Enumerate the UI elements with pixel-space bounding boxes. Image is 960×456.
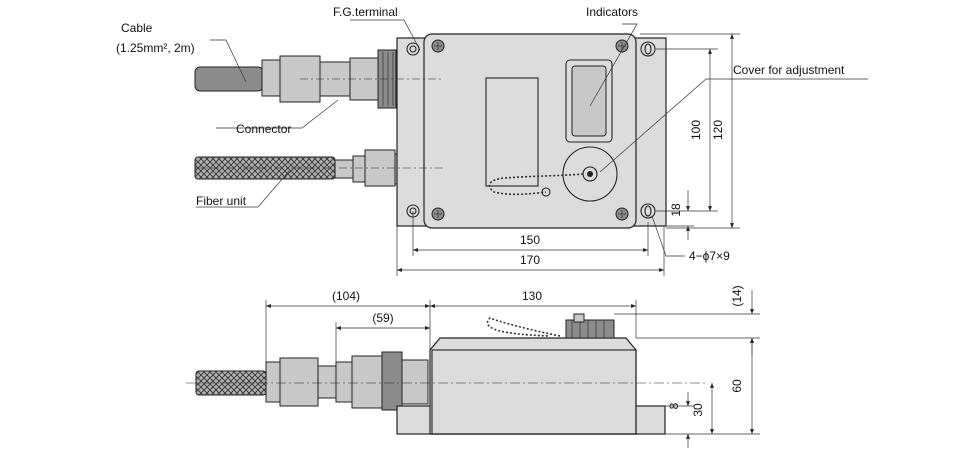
dim-30: 30: [691, 383, 714, 434]
dim-104: (104): [265, 289, 431, 362]
dim-height-outer: 120: [711, 120, 725, 140]
dim-100: 100: [656, 48, 718, 212]
dim-130: 130: [430, 289, 637, 338]
mounting-hole-bottom-right: [640, 203, 656, 219]
dim-width-inner: 150: [520, 233, 540, 247]
cover-chain: [488, 173, 584, 196]
dim-170: 170: [396, 226, 665, 276]
dim-cable-long: (104): [332, 289, 360, 303]
cable-label: Cable: [121, 21, 153, 35]
dim-flange: 8: [667, 402, 681, 409]
dim-120: 120: [640, 33, 740, 229]
side-cover: [565, 313, 615, 339]
side-view: (104) (59) 130 (14) 60 30: [186, 285, 760, 448]
label-area: [485, 77, 539, 187]
dim-body-length: 130: [522, 289, 542, 303]
dim-18: 18: [666, 190, 694, 240]
dim-59: (59): [335, 311, 430, 362]
dim-cable-short: (59): [372, 311, 393, 325]
dim-total-height: 60: [730, 379, 744, 393]
side-cable: [195, 351, 429, 411]
dim-8: 8: [665, 392, 694, 448]
dim-150: 150: [412, 211, 649, 256]
screw-icon: [431, 39, 629, 221]
cable-spec-label: (1.25mm², 2m): [116, 41, 195, 55]
indicator-window: [565, 59, 613, 143]
dim-hole-offset: 18: [669, 203, 683, 217]
dim-width-outer: 170: [520, 253, 540, 267]
side-chain: [486, 317, 561, 337]
fg-terminal-label: F.G.terminal: [333, 5, 398, 19]
fiber-unit: [194, 147, 426, 191]
dim-60: 60: [665, 338, 760, 435]
mounting-hole-top-left: [406, 42, 420, 56]
top-view: 150 170 100 120 18 Cable (1.25mm²,: [116, 5, 868, 276]
mounting-hole-top-right: [640, 41, 656, 57]
connector-label: Connector: [236, 122, 291, 136]
indicators-label: Indicators: [586, 5, 638, 19]
dim-center-height: 30: [691, 403, 705, 417]
holes-label: 4−ϕ7×9: [689, 249, 730, 263]
dim-height-inner: 100: [689, 120, 703, 140]
fiber-unit-label: Fiber unit: [196, 194, 247, 208]
side-body: [429, 337, 637, 435]
dim-cover-height: (14): [730, 285, 744, 306]
cover-label: Cover for adjustment: [733, 63, 845, 77]
